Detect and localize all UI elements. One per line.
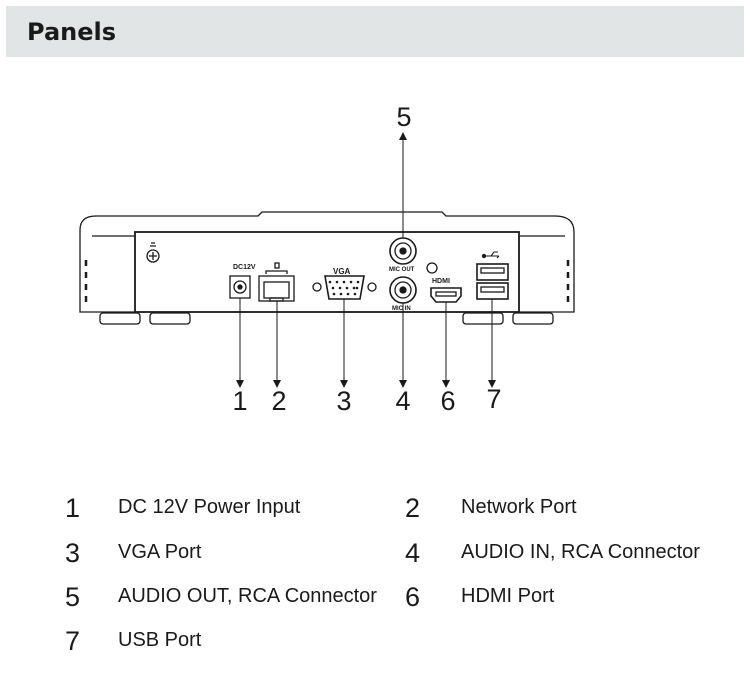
legend-number-6: 6	[405, 582, 421, 612]
callout-4: 4	[395, 386, 410, 416]
audio-in-rca	[389, 276, 417, 304]
callout-leaders	[239, 140, 493, 380]
vga-port	[312, 275, 377, 300]
right-foot	[512, 312, 554, 325]
audio-icon	[426, 262, 438, 274]
callout-7: 7	[486, 384, 501, 414]
network-port	[258, 262, 295, 302]
legend-number-7: 7	[65, 626, 81, 656]
usb-icon	[481, 251, 500, 259]
ground-screw-icon	[146, 242, 160, 263]
rear-panel	[134, 231, 520, 313]
legend-number-3: 3	[65, 538, 81, 568]
legend-label-7: USB Port	[118, 629, 202, 651]
legend-label-5: AUDIO OUT, RCA Connector	[118, 585, 377, 607]
legend-label-2: Network Port	[461, 496, 577, 518]
callout-2: 2	[271, 386, 286, 416]
device-top-edge	[79, 211, 575, 296]
legend-label-1: DC 12V Power Input	[118, 496, 301, 518]
vga-label: VGA	[333, 267, 351, 276]
rear-panel-diagram: DC12V VGA MIC OUT MIC IN HDMI 1 2 3 4 5 …	[79, 102, 575, 416]
usb-ports	[476, 263, 509, 300]
legend-number-2: 2	[405, 493, 421, 523]
legend-number-5: 5	[65, 582, 81, 612]
callout-5: 5	[396, 102, 411, 132]
hdmi-port	[430, 287, 462, 303]
left-foot	[99, 312, 141, 325]
section-header: Panels	[6, 6, 744, 57]
legend-number-1: 1	[65, 493, 81, 523]
section-title: Panels	[27, 18, 117, 46]
callout-3: 3	[336, 386, 351, 416]
audio-in-label: MIC IN	[392, 306, 411, 312]
audio-out-label: MIC OUT	[389, 267, 415, 273]
callout-1: 1	[232, 386, 247, 416]
audio-out-rca	[389, 237, 417, 265]
legend-label-3: VGA Port	[118, 541, 202, 563]
dc-label: DC12V	[233, 264, 256, 271]
legend-label-6: HDMI Port	[461, 585, 555, 607]
legend-label-4: AUDIO IN, RCA Connector	[461, 541, 700, 563]
hdmi-label: HDMI	[432, 278, 450, 285]
callout-6: 6	[440, 386, 455, 416]
dc-power-port	[229, 275, 251, 299]
legend-number-4: 4	[405, 538, 421, 568]
